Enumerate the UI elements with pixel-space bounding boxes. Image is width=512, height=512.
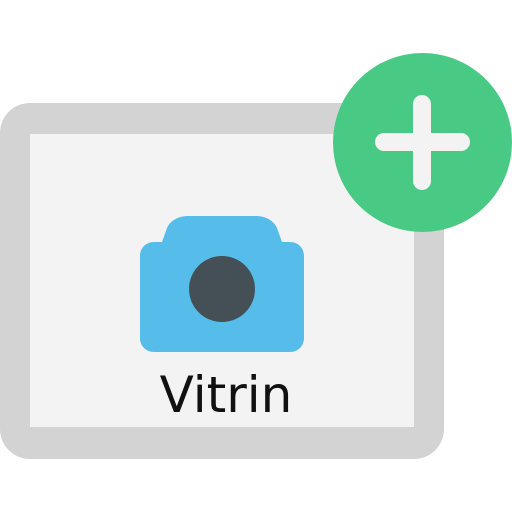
camera-icon xyxy=(140,216,304,352)
plus-icon xyxy=(375,95,470,190)
add-badge xyxy=(333,53,512,232)
camera-lens xyxy=(189,256,255,322)
app-label: Vitrin xyxy=(159,366,293,424)
